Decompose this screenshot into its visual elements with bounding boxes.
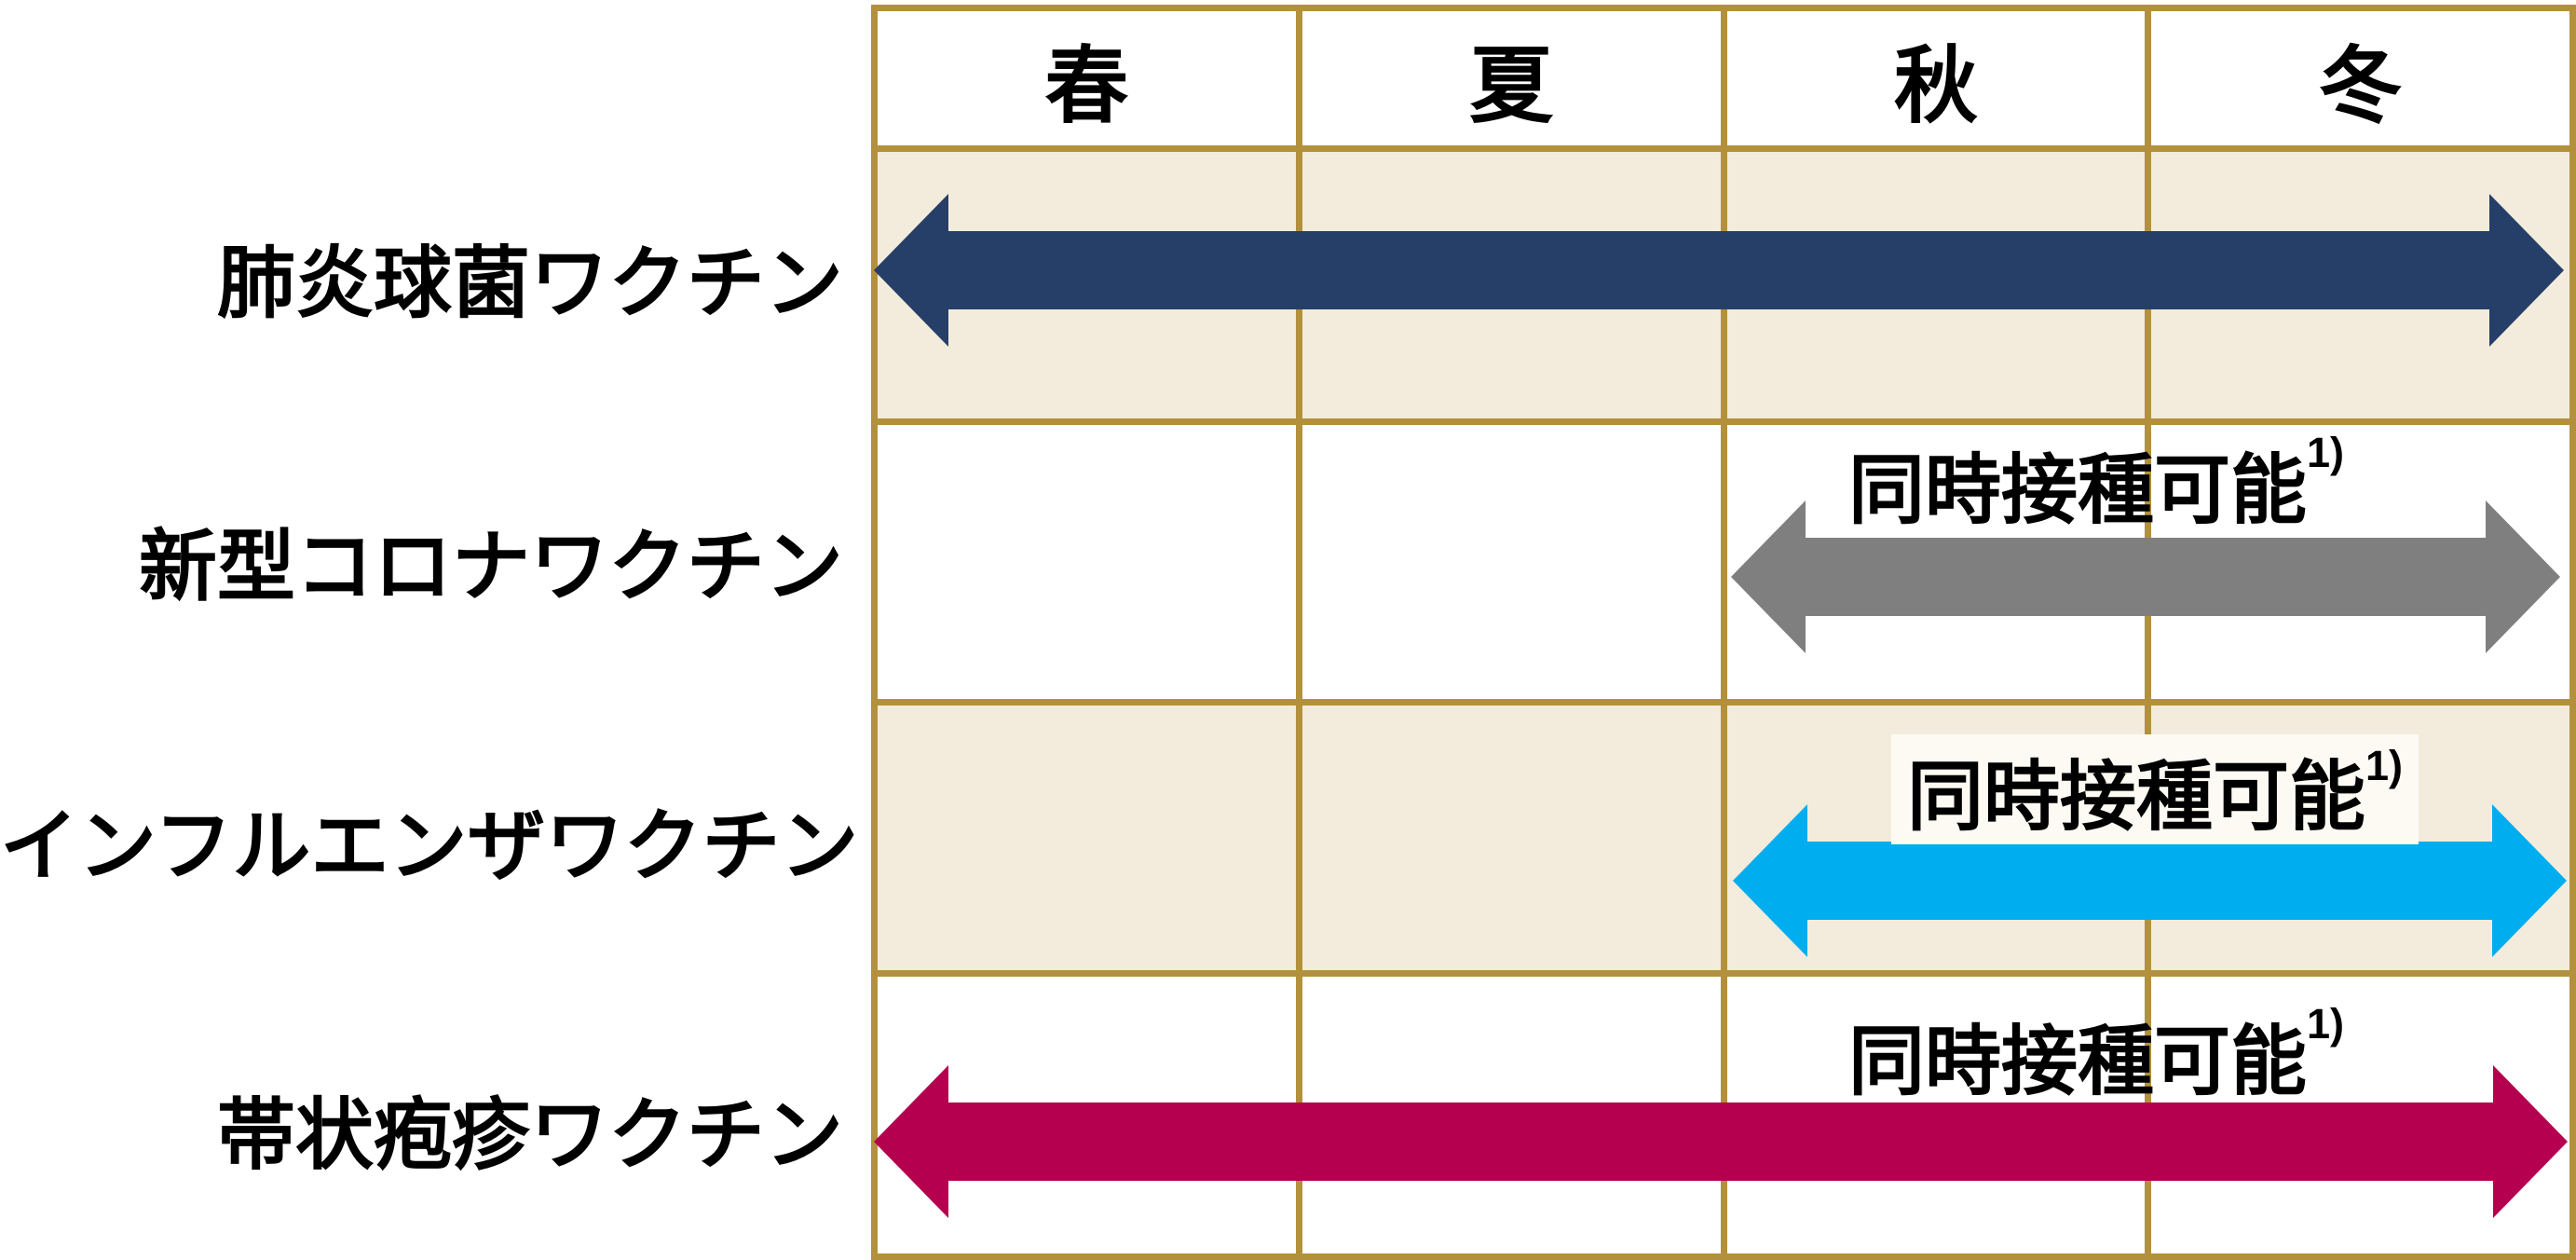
- season-header-autumn: 秋: [1726, 11, 2146, 145]
- arrow-pneumococcal-spring-to-winter: [874, 194, 2564, 347]
- row-label-shingles-vaccine: 帯状疱疹ワクチン: [216, 1091, 843, 1179]
- row-label-influenza-vaccine: インフルエンザワクチン: [0, 802, 859, 890]
- note-text: 同時接種可能: [1847, 1020, 2307, 1104]
- note-covid-coadministration: 同時接種可能1): [1677, 431, 2515, 543]
- season-header-summer: 夏: [1302, 11, 1721, 145]
- table-cell-covid-summer: [1302, 425, 1721, 699]
- table-cell-influenza-spring: [878, 705, 1296, 970]
- table-cell-covid-spring: [878, 425, 1296, 699]
- season-header-winter: 冬: [2151, 11, 2569, 145]
- season-header-spring: 春: [878, 11, 1296, 145]
- table-cell-influenza-summer: [1302, 705, 1721, 970]
- double-arrow-shape: [1731, 500, 2560, 653]
- note-text: 同時接種可能: [1847, 448, 2307, 533]
- note-text: 同時接種可能: [1906, 754, 2365, 840]
- note-superscript: 1): [2306, 999, 2345, 1048]
- row-label-pneumococcal-vaccine: 肺炎球菌ワクチン: [216, 240, 843, 327]
- arrow-shingles-spring-to-winter: [874, 1065, 2568, 1218]
- double-arrow-shape: [874, 194, 2564, 347]
- double-arrow-shape: [874, 1065, 2568, 1218]
- row-label-covid-vaccine: 新型コロナワクチン: [138, 523, 843, 610]
- note-superscript: 1): [2306, 428, 2345, 476]
- arrow-covid-autumn-to-winter: [1731, 500, 2560, 653]
- note-shingles-coadministration: 同時接種可能1): [1677, 1003, 2515, 1115]
